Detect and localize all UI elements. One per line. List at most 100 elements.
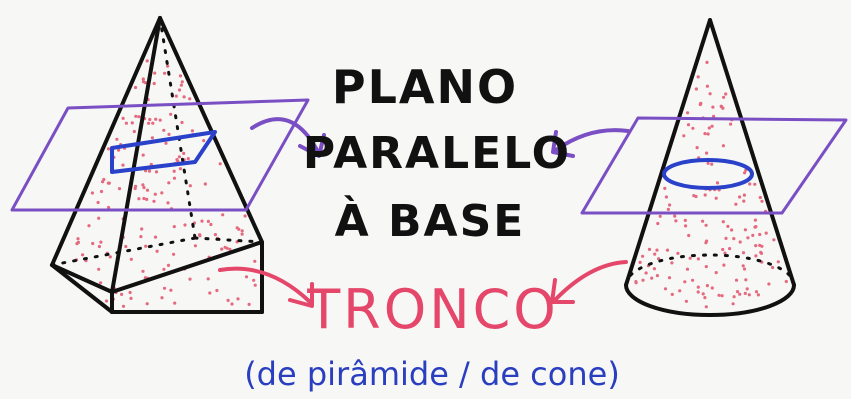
fill-dot [124, 244, 128, 249]
fill-dot [134, 114, 138, 118]
fill-dot [715, 181, 720, 185]
fill-dot [128, 290, 132, 295]
fill-dot [76, 240, 80, 244]
fill-dot [705, 151, 709, 155]
fill-dot [714, 196, 718, 200]
fill-dot [647, 247, 652, 251]
fill-dot [703, 296, 707, 300]
fill-dot [154, 170, 159, 174]
fill-dot [225, 246, 229, 250]
fill-dot [76, 237, 80, 241]
fill-dot [726, 224, 730, 228]
fill-dot [137, 115, 141, 119]
cone-figure [580, 18, 848, 317]
pyramid-figure [10, 16, 310, 314]
fill-dot [180, 120, 184, 125]
fill-dot [90, 191, 94, 195]
fill-dot [106, 147, 111, 151]
fill-dot [253, 283, 257, 287]
fill-dot [247, 302, 251, 306]
fill-dot [132, 129, 136, 134]
label-a-base: À BASE [335, 194, 526, 247]
fill-dot [166, 64, 170, 68]
fill-dot [162, 267, 166, 271]
fill-dot [721, 220, 725, 224]
fill-dot [144, 244, 148, 248]
fill-dot [121, 116, 125, 120]
fill-dot [701, 292, 705, 296]
fill-dot [758, 243, 762, 247]
fill-dot [186, 157, 190, 161]
fill-dot [756, 293, 761, 297]
fill-dot [169, 112, 173, 116]
fill-dot [663, 287, 668, 291]
fill-dot [117, 187, 122, 191]
fill-dot [742, 267, 747, 271]
fill-dot [203, 182, 207, 186]
fill-dot [141, 77, 145, 81]
fill-dot [704, 223, 708, 227]
fill-dot [743, 291, 747, 295]
fill-dot [141, 153, 145, 157]
fill-dot [173, 301, 177, 305]
fill-dot [686, 123, 691, 127]
label-plano: PLANO [332, 60, 518, 114]
fill-dot [188, 184, 192, 188]
fill-dot [721, 247, 725, 252]
fill-dot [664, 195, 669, 199]
fill-dot [91, 241, 95, 246]
fill-dot [754, 254, 758, 258]
fill-dot [722, 263, 726, 267]
pyramid-section [110, 130, 217, 174]
fill-dot [145, 188, 150, 192]
fill-dot [148, 117, 152, 122]
fill-dot [710, 124, 714, 128]
fill-dot [724, 92, 728, 96]
pyramid-plane [10, 98, 310, 212]
fill-dot [634, 280, 638, 284]
fill-dot [744, 278, 748, 282]
fill-dot [97, 244, 101, 249]
fill-dot [129, 257, 133, 261]
fill-dot [683, 280, 687, 284]
fill-dot [162, 286, 167, 290]
fill-dot [107, 205, 111, 210]
fill-dot [720, 294, 724, 298]
fill-dot [177, 155, 181, 159]
fill-dot [706, 132, 710, 136]
fill-dot [169, 288, 173, 292]
fill-dot [172, 225, 176, 229]
fill-dot [703, 132, 707, 136]
fill-dot [742, 193, 747, 197]
fill-dot [193, 244, 197, 248]
fill-dot [748, 182, 752, 186]
fill-dot [758, 232, 762, 237]
fill-dot [705, 60, 709, 64]
fill-dot [178, 74, 183, 78]
fill-dot [129, 296, 133, 300]
fill-dot [724, 236, 728, 240]
fill-dot [152, 81, 156, 86]
fill-dot [674, 219, 678, 223]
fill-dot [172, 176, 177, 180]
fill-dot [202, 139, 206, 143]
fill-dot [151, 121, 155, 125]
fill-dot [104, 299, 109, 303]
fill-dot [167, 132, 171, 136]
fill-dot [684, 224, 688, 228]
fill-dot [754, 290, 759, 294]
fill-dot [741, 251, 746, 255]
fill-dot [108, 255, 112, 259]
fill-dot [198, 233, 202, 237]
fill-dot [644, 271, 648, 275]
label-paralelo: PARALELO [303, 128, 571, 179]
cone-edges [624, 18, 796, 317]
fill-dot [240, 232, 244, 236]
fill-dot [753, 182, 757, 186]
fill-dot [209, 222, 213, 227]
fill-dot [182, 151, 186, 155]
fill-dot [706, 161, 710, 165]
fill-dot [759, 251, 764, 255]
fill-dot [221, 213, 225, 217]
fill-dot [767, 282, 771, 286]
